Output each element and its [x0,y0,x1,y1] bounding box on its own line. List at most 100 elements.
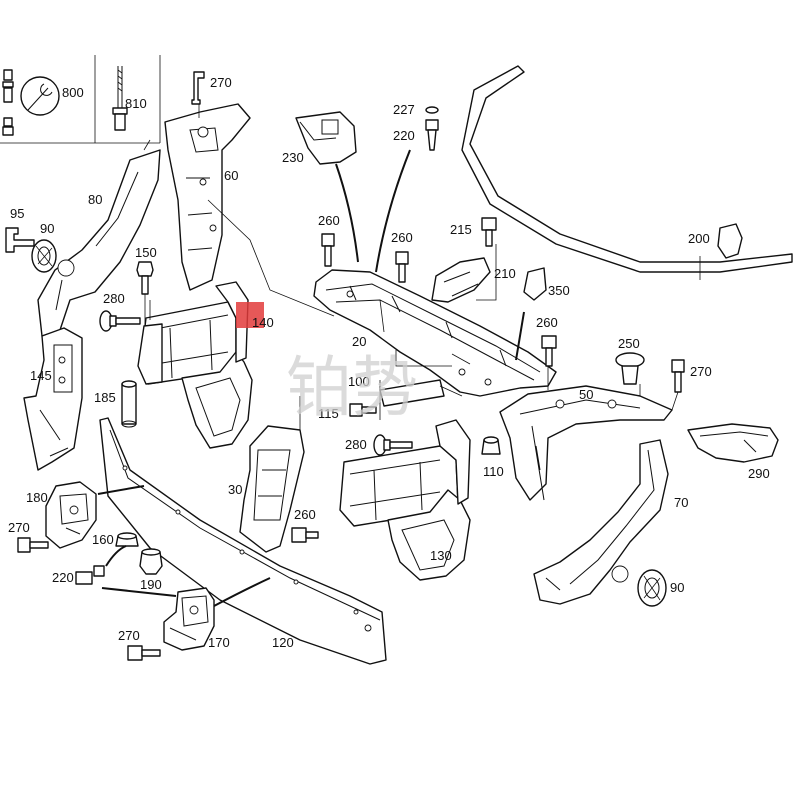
arrow-220 [101,587,177,597]
part-260-screw-b [395,251,409,283]
label-90-left: 90 [40,221,54,236]
part-115-screw [349,403,377,417]
label-270-bottom: 270 [118,628,140,643]
part-100-bracket [379,379,445,407]
label-280-right: 280 [345,437,367,452]
watermark: 铂势 [286,349,418,426]
part-280-bolt-left [99,310,141,332]
part-215-screw [481,217,497,247]
part-220-pin-top [425,119,439,151]
label-60: 60 [224,168,238,183]
label-90-right: 90 [670,580,684,595]
label-290: 290 [748,466,770,481]
part-145-bracket [23,327,83,471]
part-200-seal [461,65,793,273]
part-110-grommet [481,436,501,455]
label-270-top: 270 [210,75,232,90]
arrow-230 [335,163,359,263]
label-110: 110 [483,464,504,479]
label-200: 200 [688,231,710,246]
label-95: 95 [10,206,24,221]
label-260-a: 260 [318,213,340,228]
label-70: 70 [674,495,688,510]
part-150-screw [136,261,154,330]
label-810: 810 [125,96,147,111]
part-260-screw-mid [291,527,319,543]
label-140: 140 [252,315,274,330]
part-270-screw-bottom [127,645,161,661]
part-350-bracket [523,267,547,301]
label-280-left: 280 [103,291,125,306]
part-230-latch [295,111,357,165]
part-260-screw-right [541,335,557,367]
label-230: 230 [282,150,304,165]
label-150: 150 [135,245,157,260]
part-290-cover [687,423,779,463]
part-180-mount [45,481,97,549]
label-170: 170 [208,635,230,650]
label-80: 80 [88,192,102,207]
label-20: 20 [352,334,366,349]
part-270-screw-right [671,359,685,393]
label-180: 180 [26,490,48,505]
part-130-bracket [339,419,471,581]
part-270-screw-left [17,537,49,553]
label-100: 100 [348,374,370,389]
label-800: 800 [62,85,84,100]
label-130: 130 [430,548,452,563]
label-227: 227 [393,102,415,117]
leader-lines [143,139,701,430]
label-145: 145 [30,368,52,383]
part-170-mount [163,587,215,651]
part-160-grommet [115,532,139,547]
label-220-left: 220 [52,570,74,585]
part-60-bracket [164,71,251,291]
label-210: 210 [494,266,516,281]
part-185-spacer [121,380,137,428]
arrow-180 [97,485,145,495]
label-260-mid: 260 [294,507,316,522]
label-260-right: 260 [536,315,558,330]
label-50: 50 [579,387,593,402]
part-90-bushing-left [31,239,57,273]
legend-boxes: 800 810 [0,55,161,144]
part-120-crossmember [99,417,387,665]
part-30-bracket [239,425,305,553]
part-280-bolt-right [373,434,413,456]
label-30: 30 [228,482,242,497]
label-270-right: 270 [690,364,712,379]
arrow-160 [105,545,127,567]
part-140-lamp-bracket [137,281,253,449]
label-120: 120 [272,635,294,650]
label-115: 115 [318,406,339,421]
arrow-170 [213,577,271,607]
label-250: 250 [618,336,640,351]
label-190: 190 [140,577,162,592]
label-260-b: 260 [391,230,413,245]
highlight-marker [236,302,264,328]
label-220-top: 220 [393,128,415,143]
wrench-icon [20,76,60,116]
label-185: 185 [94,390,116,405]
label-215: 215 [450,222,472,237]
part-260-screw-a [321,233,335,267]
part-70-arm [533,439,669,605]
part-20-crossmember [313,269,557,397]
part-80-arm [37,149,161,337]
label-270-left: 270 [8,520,30,535]
bolt-icon [112,66,128,131]
part-50-bracket [499,385,673,501]
part-90-bushing-right [637,569,667,607]
part-220-pin-left [75,565,105,585]
label-160: 160 [92,532,114,547]
label-350: 350 [548,283,570,298]
screw-icon [2,69,14,136]
arrow-220-top [375,149,411,273]
part-227-washer [425,106,439,114]
part-250-nut [615,352,645,385]
part-210-bracket [431,257,491,303]
part-95-bolt [5,227,35,253]
arrow-350 [515,311,525,361]
